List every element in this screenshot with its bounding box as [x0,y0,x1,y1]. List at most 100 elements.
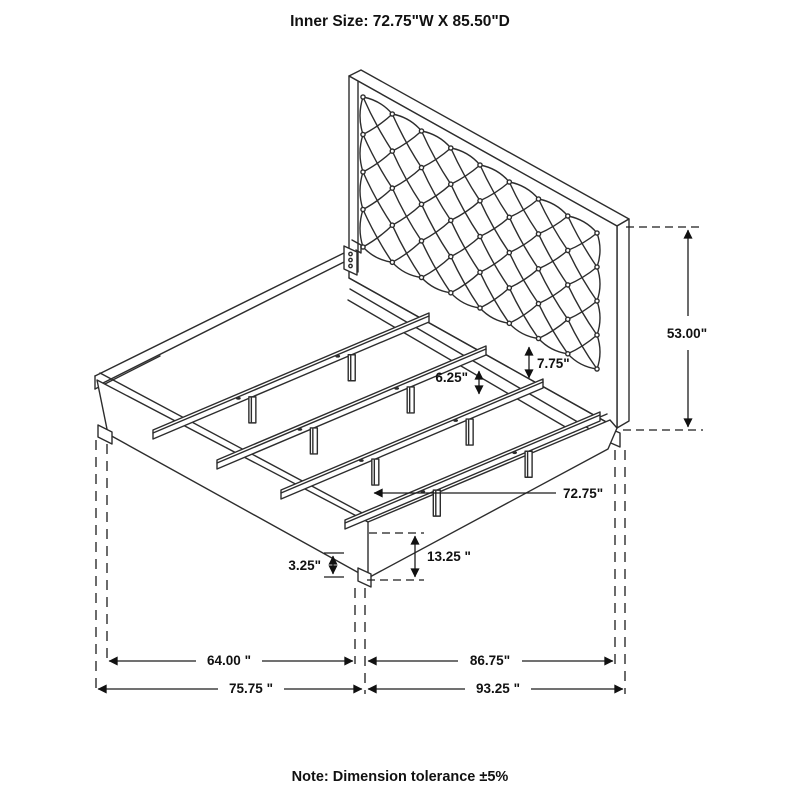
dimension-inner-width-span: 64.00 " [108,652,354,668]
tuft-lattice-line [596,334,601,370]
slat-screw [358,459,364,462]
tuft-button [418,128,425,134]
slat-top-edge [152,315,430,434]
tuft-button [418,238,425,244]
tuft-lattice-line [508,268,540,289]
page-title: Inner Size: 72.75"W X 85.50"D [290,13,510,30]
tuft-lattice-line [537,233,569,286]
front-foot [357,567,372,588]
tuft-lattice-line [391,150,423,205]
tuft-lattice-line [567,232,598,252]
dimension-inner-depth-span: 86.75" [367,652,614,668]
tuft-lattice-line [359,96,364,136]
slat-leg [465,418,474,446]
slat-top-edge [280,381,544,494]
tuft-lattice-line [450,200,481,222]
tuft-lattice-line [537,318,569,340]
tuft-lattice-line [508,287,540,340]
tuft-lattice-line [479,307,510,324]
tuft-lattice-line [479,251,510,273]
tuft-button [594,230,600,236]
tuft-button [565,350,571,357]
slat-body [152,312,430,440]
slat-top-edge [216,348,487,464]
slat-leg-body [465,418,474,446]
tuft-lattice-line [450,255,481,309]
tuft-button [389,185,396,191]
slat [216,345,487,470]
extension-lines [95,440,626,694]
tuft-lattice-line [567,300,598,320]
tuft-button [594,332,600,338]
tuft-button [594,264,600,270]
headboard-front-face [348,75,618,429]
tuft-button [535,196,542,202]
tuft-lattice-line [596,300,601,336]
tuft-lattice-line [508,251,540,305]
tuft-lattice-line [420,166,452,222]
tuft-button [418,201,425,208]
slat-screw [420,490,426,493]
tuft-button [360,169,366,175]
tuft-lattice-line [537,198,569,217]
tuft-button [447,289,454,296]
tuft-lattice-line [479,287,510,309]
tuft-lattice-line [391,113,423,169]
tuft-button [389,222,396,228]
tuft-button [360,131,366,138]
slat [344,411,601,530]
tuft-lattice-line [359,208,364,248]
slat-assembly [152,312,601,530]
tuft-button [535,335,542,342]
tuft-lattice-line [479,164,510,183]
slat-screw [297,427,303,431]
far-rail-outer-edge [94,251,347,377]
tuft-lattice-line [508,302,540,324]
tuft-lattice-line [596,266,601,302]
tuft-lattice-line [537,249,569,270]
tuft-lattice-line [420,203,452,258]
tuft-lattice-line [450,219,481,273]
tuft-lattice-line [391,224,423,279]
slat [280,378,544,500]
dim-label-775: 7.75" [537,356,570,371]
tuft-lattice-line [450,235,481,258]
tuft-lattice-line [391,203,423,226]
tuft-lattice-line [391,261,423,279]
left-foot [97,424,113,445]
tuft-button [506,179,513,185]
side-rail-face [96,379,618,579]
tuft-lattice-line [567,353,598,370]
slat-leg [309,427,319,455]
slat-leg [248,396,257,424]
tuft-lattice-line [450,164,481,185]
slat-leg [524,450,533,478]
tuft-button [447,181,454,187]
tuft-button [535,265,542,272]
dim-label-1325: 13.25 " [427,549,471,564]
tuft-button [506,249,513,256]
tuft-lattice-line [450,147,481,166]
tuft-lattice-line [567,318,598,370]
tuft-lattice-line [391,130,423,152]
tuft-lattice-line [479,200,510,254]
dim-label-8675: 86.75" [470,653,510,668]
tuft-lattice-line [391,240,423,263]
dim-label-7275: 72.75" [563,486,603,501]
tuft-lattice-line [391,166,423,189]
slat-leg-body [432,489,441,517]
slat-screw [394,386,400,390]
slat-screw [235,396,241,400]
tuft-button [447,253,454,260]
tuft-button [594,298,600,304]
tuft-lattice-line [508,198,540,218]
slat-leg-body [309,427,319,455]
tuft-button [418,164,425,171]
tuft-button [535,231,542,237]
bed-frame [94,239,618,588]
note-text: Note: Dimension tolerance ±5% [292,769,509,785]
slat-leg [432,489,441,517]
tuft-lattice-line [362,171,393,226]
tuft-lattice-line [362,96,393,152]
tuft-lattice-line [362,224,393,248]
